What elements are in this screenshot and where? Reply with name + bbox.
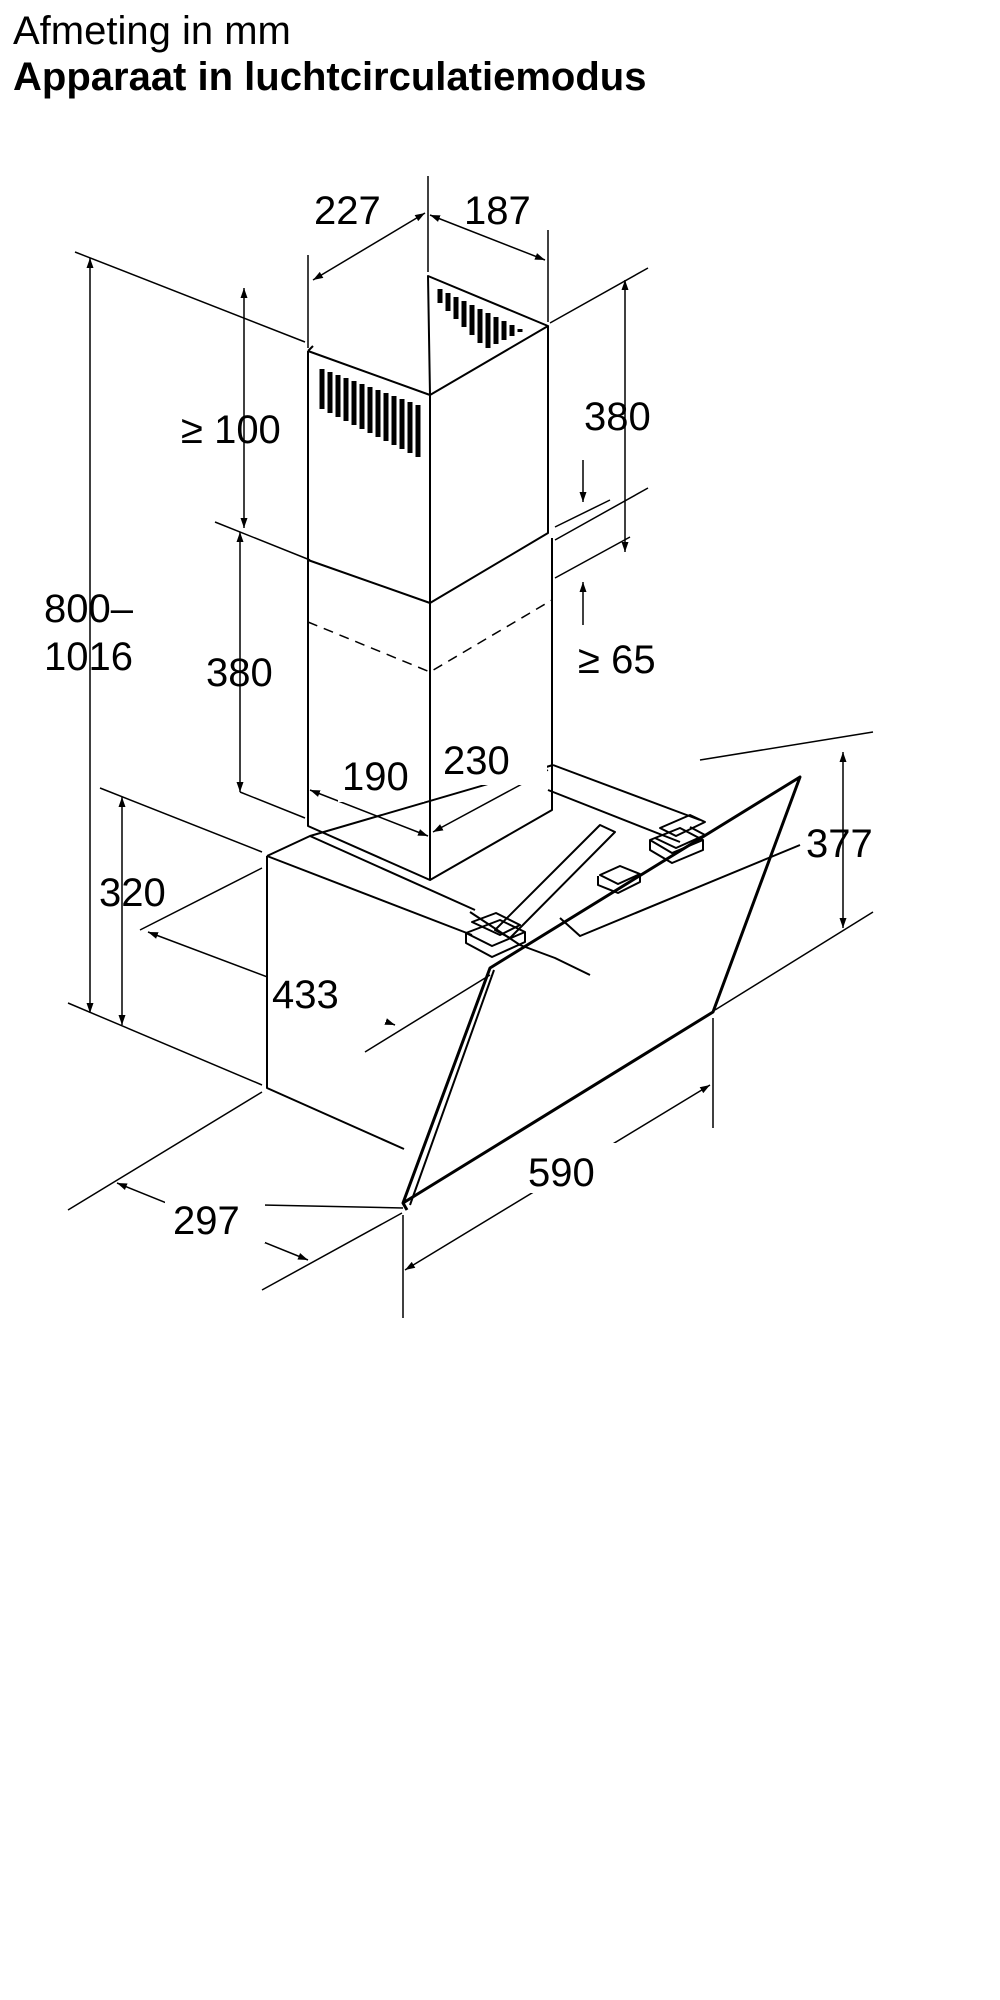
dim-line-chimney-depth xyxy=(429,214,546,261)
label-chimney-depth: 187 xyxy=(464,189,531,233)
hood-body xyxy=(266,764,701,1150)
lower-chimney xyxy=(307,538,553,881)
dim-line-duct-width xyxy=(309,789,429,837)
dimension-labels: 227 187 ≥ 100 380 800– 1016 380 ≥ 65 190… xyxy=(44,189,873,1243)
header: Afmeting in mm Apparaat in luchtcirculat… xyxy=(13,8,646,100)
label-duct-depth: 230 xyxy=(443,739,510,783)
upper-chimney xyxy=(307,275,549,604)
label-total-height-line2: 1016 xyxy=(44,635,133,679)
diagram-subtitle: Afmeting in mm xyxy=(13,9,291,53)
hood-top-details xyxy=(465,814,801,976)
diagram-title: Apparaat in luchtcirculatiemodus xyxy=(13,55,647,99)
label-side-depth: 297 xyxy=(173,1199,240,1243)
label-glass-height: 377 xyxy=(806,822,873,866)
label-upper-min: ≥ 100 xyxy=(181,408,281,452)
label-duct-width: 190 xyxy=(342,755,409,799)
dim-line-chimney-width xyxy=(312,212,426,281)
label-chimney-width: 227 xyxy=(314,189,381,233)
label-lower-min: ≥ 65 xyxy=(578,638,656,682)
extension-lines xyxy=(67,176,874,1318)
label-total-height-line1: 800– xyxy=(44,587,134,631)
label-lower-height: 380 xyxy=(206,651,273,695)
label-width: 590 xyxy=(528,1151,595,1195)
label-body-height: 320 xyxy=(99,871,166,915)
label-upper-height: 380 xyxy=(584,395,651,439)
label-body-depth: 433 xyxy=(272,973,339,1017)
upper-chimney-vent-slots xyxy=(319,289,523,457)
